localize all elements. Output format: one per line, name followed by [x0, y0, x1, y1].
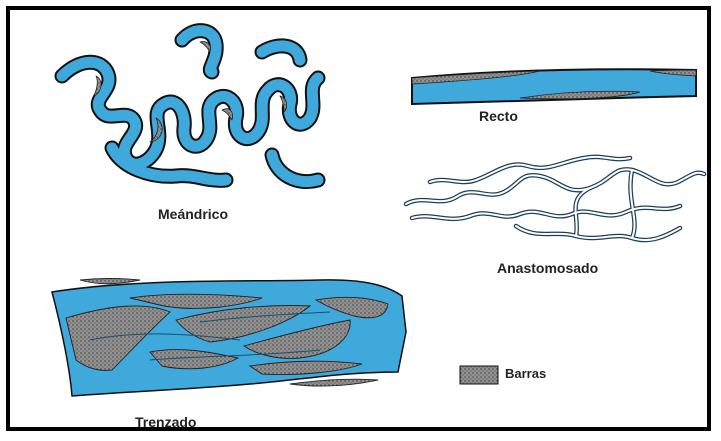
barras-swatch: [459, 365, 499, 385]
label-barras: Barras: [505, 366, 547, 381]
label-recto: Recto: [479, 108, 518, 124]
label-anastomosado: Anastomosado: [497, 260, 599, 276]
meandering-river: [54, 23, 326, 189]
barras-legend: [459, 365, 499, 385]
straight-river: [411, 68, 697, 106]
anastomosing-river: [403, 154, 707, 243]
label-meandrico: Meándrico: [158, 206, 229, 222]
braided-river: [51, 278, 407, 397]
label-trenzado: Trenzado: [135, 414, 197, 430]
